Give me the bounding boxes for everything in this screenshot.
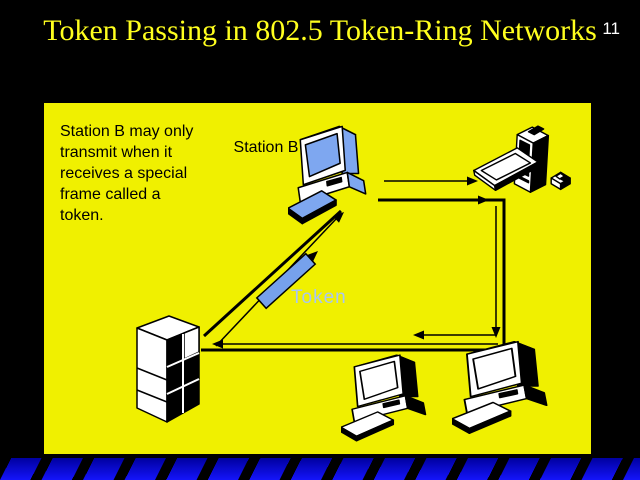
token-frame xyxy=(255,252,317,310)
arrowhead-down-icon xyxy=(491,327,501,338)
desktop-computer-icon xyxy=(341,354,427,442)
ring-line xyxy=(201,198,506,352)
station-b-computer-icon xyxy=(288,125,367,225)
desktop-computer-icon xyxy=(452,340,548,435)
station-b-label: Station B xyxy=(233,139,299,156)
tower-workstation-icon xyxy=(473,125,571,193)
arrowhead-right-icon xyxy=(467,176,478,186)
arrowhead-left-icon xyxy=(413,330,424,340)
footer-stripe-band xyxy=(0,458,640,480)
annotation-line: Station B may only xyxy=(60,123,194,140)
annotation-line: transmit when it xyxy=(60,144,173,161)
annotation-line: receives a special xyxy=(60,165,188,182)
slide-title: Token Passing in 802.5 Token-Ring Networ… xyxy=(43,14,597,47)
arrowhead-upright-icon xyxy=(332,212,344,223)
annotation-line: frame called a xyxy=(60,186,161,203)
server-cabinet-icon xyxy=(136,315,200,423)
arrowhead-upright-icon xyxy=(306,251,318,262)
page-number: 11 xyxy=(602,19,620,38)
annotation-line: token. xyxy=(60,207,104,224)
arrowhead-right-icon xyxy=(478,195,489,205)
ring-diagonal-line xyxy=(202,209,343,338)
token-label: Token xyxy=(291,287,347,308)
annotation-text: Station B may only transmit when it rece… xyxy=(60,121,193,226)
